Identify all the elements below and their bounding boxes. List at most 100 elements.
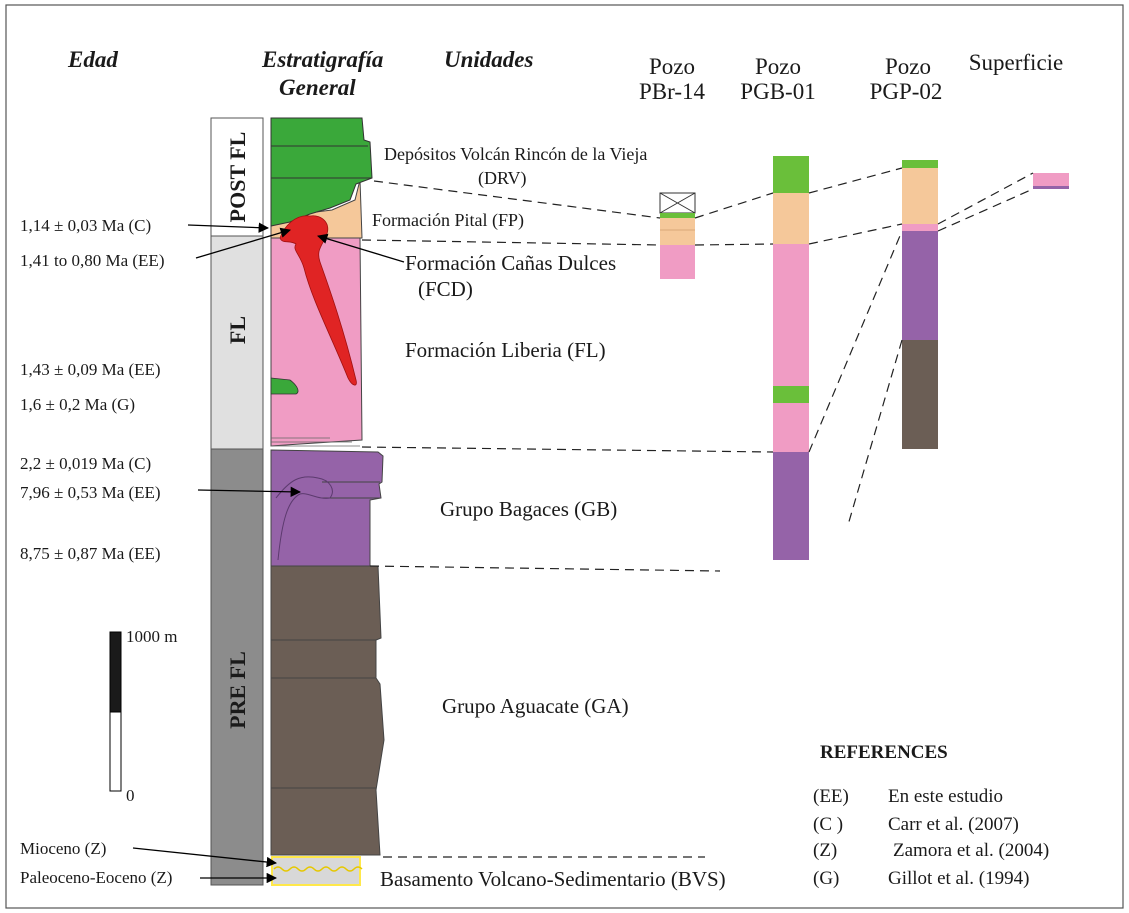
bagaces-channel xyxy=(275,476,333,561)
unit-bvs-label: Basamento Volcano-Sedimentario (BVS) xyxy=(380,867,726,891)
general-column xyxy=(270,117,385,886)
age-1-14: 1,14 ± 0,03 Ma (C) xyxy=(20,216,151,235)
ref-text-2: Carr et al. (2007) xyxy=(888,814,1019,835)
age-arrows xyxy=(132,222,405,884)
age-8-75: 8,75 ± 0,87 Ma (EE) xyxy=(20,544,161,563)
header-edad: Edad xyxy=(67,47,118,72)
header-superficie: Superficie xyxy=(969,50,1064,75)
unit-drv-label: Depósitos Volcán Rincón de la Vieja xyxy=(384,144,647,164)
unit-fcd-label: Formación Cañas Dulces xyxy=(405,251,616,275)
well-pgp02 xyxy=(902,160,938,449)
corr-pital-pbr14 xyxy=(361,239,661,246)
corr-pgb01-pgp02-mid xyxy=(808,223,903,245)
header-unidades: Unidades xyxy=(444,47,534,72)
figure-frame xyxy=(5,4,1124,909)
header-pozo-pbr14-id: PBr-14 xyxy=(639,79,705,104)
well-pgb01 xyxy=(773,156,809,560)
era-fl-label: FL xyxy=(225,316,250,344)
header-pozo-pgb01-id: PGB-01 xyxy=(740,79,815,104)
era-column: POST FL FL PRE FL xyxy=(210,117,264,886)
corr-bagaces-base xyxy=(369,565,721,572)
surface-pink xyxy=(1033,173,1069,186)
ref-code-3: (Z) xyxy=(813,840,837,861)
pgp02-pink xyxy=(902,224,938,231)
header-pozo-pbr14: Pozo xyxy=(649,54,695,79)
header-estratigrafia: Estratigrafía xyxy=(261,47,383,72)
pbr14-tan xyxy=(660,218,695,245)
unit-fcd-abbr: (FCD) xyxy=(418,277,473,301)
age-1-43: 1,43 ± 0,09 Ma (EE) xyxy=(20,360,161,379)
age-1-6: 1,6 ± 0,2 Ma (G) xyxy=(20,395,135,414)
layer-aguacate xyxy=(270,565,385,856)
well-pbr14 xyxy=(659,192,696,279)
pbr14-green xyxy=(660,213,695,218)
pgb01-tan xyxy=(773,193,809,244)
pgb01-pink-1 xyxy=(773,244,809,386)
scale-bar-black xyxy=(109,631,122,713)
pgb01-purple xyxy=(773,452,809,560)
header-pozo-pgb01: Pozo xyxy=(755,54,801,79)
pgp02-green xyxy=(902,160,938,168)
ref-code-2: (C ) xyxy=(813,814,843,835)
ref-text-1: En este estudio xyxy=(888,786,1003,807)
header-general: General xyxy=(279,75,356,100)
unit-ga-label: Grupo Aguacate (GA) xyxy=(442,694,629,718)
corr-pgp02-surface-bot xyxy=(937,188,1034,232)
arrow-fcd xyxy=(317,233,405,263)
corr-pgb01-pgp02-low xyxy=(808,230,903,453)
age-1-41: 1,41 to 0,80 Ma (EE) xyxy=(20,251,164,270)
pbr14-pink xyxy=(660,245,695,279)
pgb01-pink-2 xyxy=(773,403,809,452)
liberia-green-lens xyxy=(270,377,299,395)
age-2-2: 2,2 ± 0,019 Ma (C) xyxy=(20,454,151,473)
arrow-1-41 xyxy=(195,227,291,259)
header-pozo-pgp02-id: PGP-02 xyxy=(870,79,943,104)
corr-pgp02-deep xyxy=(847,339,903,526)
pbr14-cross-2 xyxy=(659,192,696,214)
references: REFERENCES (EE) En este estudio (C ) Car… xyxy=(813,742,1049,889)
scale-label-top: 1000 m xyxy=(126,627,177,646)
era-pre-fl-label: PRE FL xyxy=(225,651,250,729)
corr-pbr14-pgb01-top xyxy=(694,192,774,219)
era-fl-box xyxy=(210,235,264,450)
age-mioceno: Mioceno (Z) xyxy=(20,839,106,858)
basamento-wavy-line xyxy=(273,866,363,872)
arrow-mioceno xyxy=(132,847,278,868)
corr-pbr14-pgb01-bot xyxy=(694,243,774,246)
corr-drv-pbr14 xyxy=(373,180,661,219)
layer-bagaces xyxy=(270,449,384,567)
ref-text-3: Zamora et al. (2004) xyxy=(893,840,1049,861)
age-paleoceno: Paleoceno-Eoceno (Z) xyxy=(20,868,172,887)
arrow-7-96 xyxy=(197,486,302,498)
age-7-96: 7,96 ± 0,53 Ma (EE) xyxy=(20,483,161,502)
corr-liberia-base xyxy=(361,446,774,453)
layer-drv xyxy=(270,117,373,227)
pgp02-brown xyxy=(902,340,938,449)
unit-drv-abbr: (DRV) xyxy=(478,168,527,189)
layer-canas-dulces xyxy=(279,215,357,386)
arrow-1-14 xyxy=(187,222,270,233)
corr-pgb01-pgp02-top xyxy=(808,167,903,194)
unit-fl-label: Formación Liberia (FL) xyxy=(405,338,606,362)
pgb01-green-top xyxy=(773,156,809,193)
scale-bar: 1000 m 0 xyxy=(109,627,177,805)
corr-pgp02-surface-top xyxy=(937,172,1034,225)
unit-gb-label: Grupo Bagaces (GB) xyxy=(440,497,617,521)
pgp02-tan xyxy=(902,168,938,224)
surface-sample xyxy=(1033,173,1069,189)
scale-bar-white xyxy=(109,711,122,792)
surface-purple xyxy=(1033,186,1069,189)
pgb01-green-lens xyxy=(773,386,809,403)
references-title: REFERENCES xyxy=(820,742,948,763)
era-post-fl-label: POST FL xyxy=(225,132,250,223)
unit-fp-label: Formación Pital (FP) xyxy=(372,210,524,231)
pgp02-purple xyxy=(902,231,938,340)
header-pozo-pgp02: Pozo xyxy=(885,54,931,79)
correlation-lines xyxy=(361,167,1034,858)
ref-text-4: Gillot et al. (1994) xyxy=(888,868,1029,889)
era-pre-fl-box xyxy=(210,448,264,886)
scale-label-bottom: 0 xyxy=(126,786,135,805)
ref-code-4: (G) xyxy=(813,868,839,889)
ref-code-1: (EE) xyxy=(813,786,849,807)
